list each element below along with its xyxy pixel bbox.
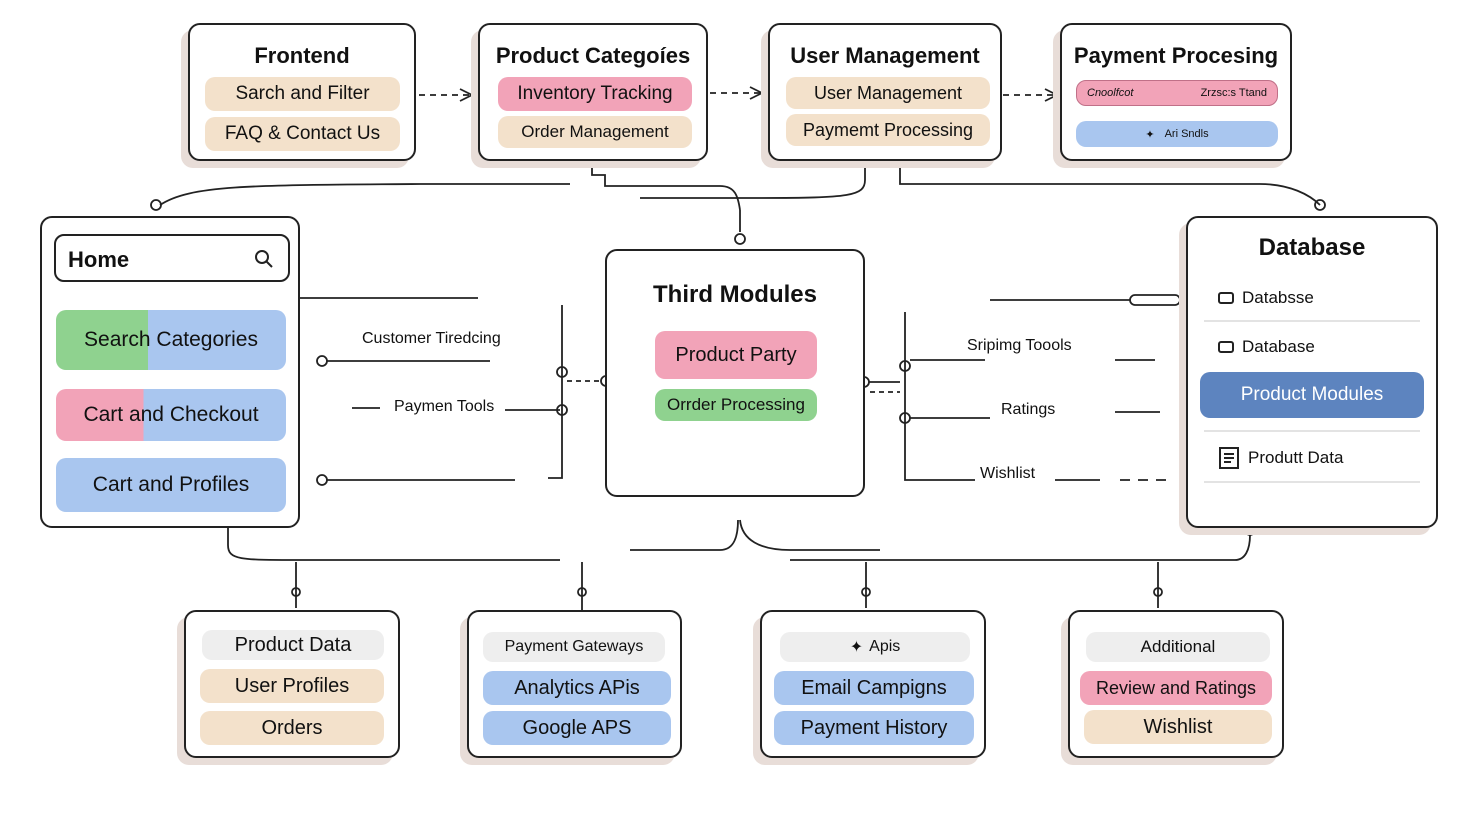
connector-label: Customer Tiredcing: [362, 330, 501, 348]
divider: [1204, 430, 1420, 432]
connector-label: Ratings: [1001, 401, 1056, 419]
third-modules-title: Third Modules: [653, 281, 817, 308]
home-item-cart-profiles[interactable]: Cart and Profiles: [56, 458, 286, 512]
database-row[interactable]: Database: [1218, 337, 1315, 357]
payment-processing-title: Payment Procesing: [1073, 43, 1279, 68]
third-modules-item[interactable]: Orrder Processing: [655, 389, 817, 421]
database-row[interactable]: Databsse: [1218, 288, 1314, 308]
database-panel: Database Databsse Database Product Modul…: [1186, 216, 1438, 528]
document-icon: [1219, 447, 1239, 469]
bottom-box-additional: Additional Review and Ratings Wishlist: [1068, 610, 1284, 758]
bottom-item[interactable]: Review and Ratings: [1080, 671, 1272, 705]
payment-processing-item-label: Ari Sndls: [1164, 128, 1209, 140]
database-row-label: Databsse: [1242, 288, 1314, 307]
frontend-box: Frontend Sarch and Filter FAQ & Contact …: [188, 23, 416, 161]
user-management-item[interactable]: User Management: [786, 77, 990, 109]
connector-label: Sripimg Toools: [967, 337, 1072, 355]
divider: [1204, 481, 1420, 483]
user-management-box: User Management User Management Paymemt …: [768, 23, 1002, 161]
database-icon: [1218, 292, 1234, 304]
frontend-item[interactable]: Sarch and Filter: [205, 77, 400, 111]
home-search-label: Home: [68, 247, 130, 272]
home-item-cart-checkout[interactable]: Cart and Checkout: [56, 389, 286, 441]
bottom-item[interactable]: User Profiles: [200, 669, 384, 703]
database-icon: [1218, 341, 1234, 353]
connector-label: Paymen Tools: [394, 398, 495, 416]
user-management-item[interactable]: Paymemt Processing: [786, 114, 990, 146]
database-highlight-button[interactable]: Product Modules: [1200, 372, 1424, 418]
database-row[interactable]: Produtt Data: [1218, 446, 1343, 470]
product-categories-item[interactable]: Inventory Tracking: [498, 77, 692, 111]
search-icon[interactable]: [254, 249, 274, 269]
payment-processing-item[interactable]: Cnoolfcot Zrzsc:s Ttand: [1076, 80, 1278, 106]
home-item-search-categories[interactable]: Search Categories: [56, 310, 286, 370]
bottom-item[interactable]: Wishlist: [1084, 710, 1272, 744]
bottom-item-label: Apis: [869, 638, 901, 655]
database-row-label: Database: [1242, 337, 1315, 356]
bottom-box-apis: Payment Gateways Analytics APis Google A…: [467, 610, 682, 758]
frontend-item[interactable]: FAQ & Contact Us: [205, 117, 400, 151]
divider: [1204, 320, 1420, 322]
database-row-label: Produtt Data: [1248, 448, 1344, 467]
plus-icon: ✦: [1145, 128, 1155, 141]
third-modules-item[interactable]: Product Party: [655, 331, 817, 379]
bottom-box-campaigns: ✦ Apis Email Campigns Payment History: [760, 610, 986, 758]
home-panel: Home Search Categories Cart and Checkout…: [40, 216, 300, 528]
bottom-item[interactable]: Google APS: [483, 711, 671, 745]
bottom-item[interactable]: Email Campigns: [774, 671, 974, 705]
frontend-title: Frontend: [254, 43, 350, 68]
bottom-item[interactable]: Payment Gateways: [483, 632, 665, 662]
payment-processing-item-left: Cnoolfcot: [1087, 87, 1134, 99]
bottom-item[interactable]: ✦ Apis: [780, 632, 970, 662]
home-search-bar[interactable]: Home: [54, 234, 290, 282]
product-categories-item[interactable]: Order Management: [498, 116, 692, 148]
database-title: Database: [1258, 234, 1366, 261]
bottom-item[interactable]: Payment History: [774, 711, 974, 745]
payment-processing-item-right: Zrzsc:s Ttand: [1200, 87, 1267, 99]
user-management-title: User Management: [790, 43, 980, 68]
bottom-item[interactable]: Analytics APis: [483, 671, 671, 705]
bottom-item[interactable]: Additional: [1086, 632, 1270, 662]
payment-processing-box: Payment Procesing Cnoolfcot Zrzsc:s Ttan…: [1060, 23, 1292, 161]
plus-icon: ✦: [849, 639, 864, 656]
bottom-item[interactable]: Product Data: [202, 630, 384, 660]
product-categories-title: Product Categoíes: [495, 43, 691, 68]
bottom-box-data: Product Data User Profiles Orders: [184, 610, 400, 758]
product-categories-box: Product Categoíes Inventory Tracking Ord…: [478, 23, 708, 161]
bottom-item[interactable]: Orders: [200, 711, 384, 745]
payment-processing-item[interactable]: ✦ Ari Sndls: [1076, 121, 1278, 147]
third-modules-box: Third Modules Product Party Orrder Proce…: [605, 249, 865, 497]
connector-label: Wishlist: [980, 465, 1036, 483]
